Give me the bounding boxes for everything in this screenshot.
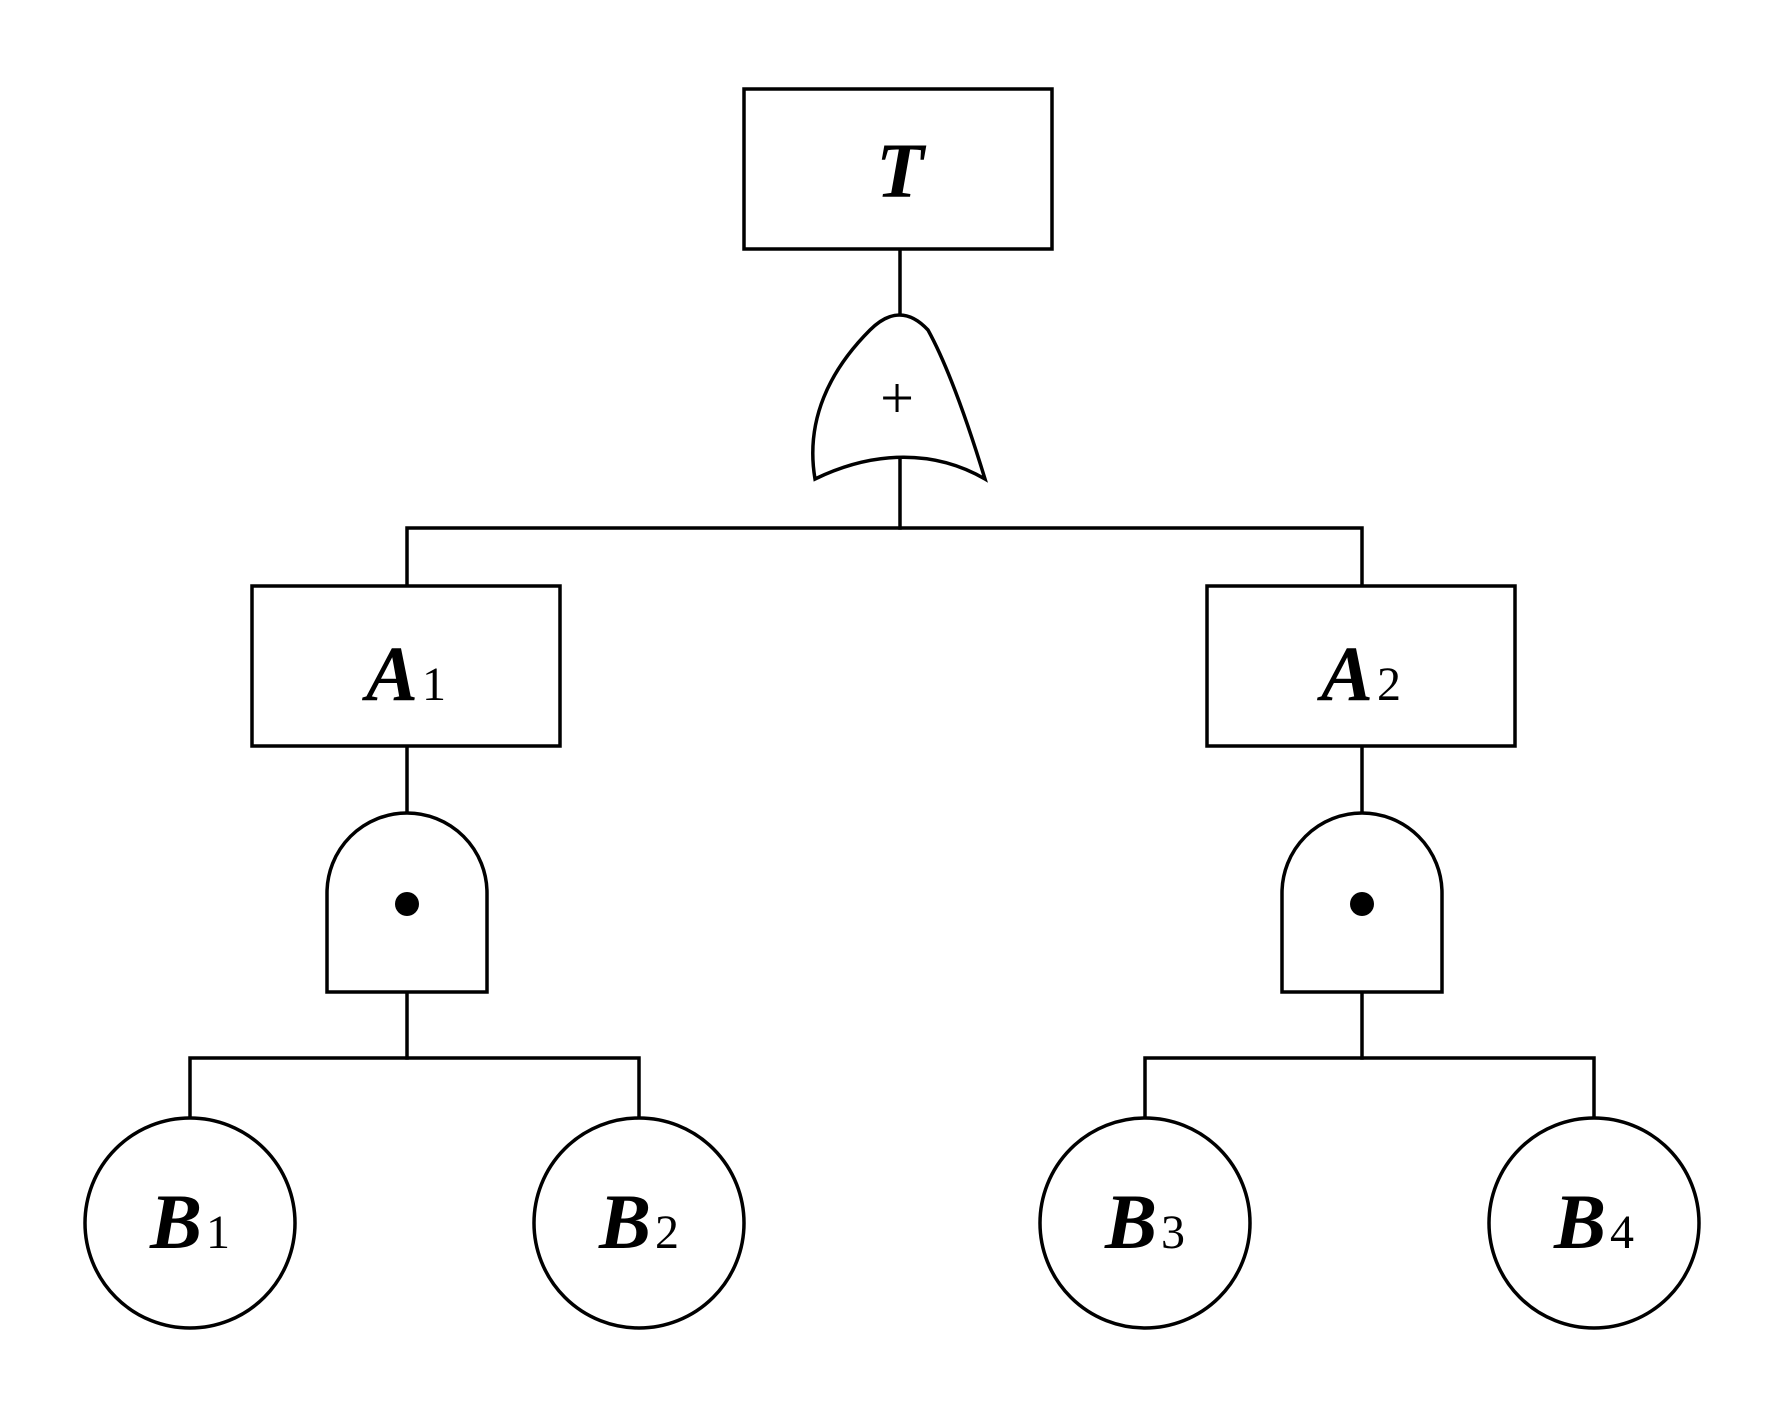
and-gate-dot-1: [395, 892, 419, 916]
and-gate-2: [1280, 811, 1444, 994]
top-event-box: T: [742, 87, 1054, 251]
or-gate-symbol: +: [880, 365, 914, 431]
basic-event-letter-b4: B: [1553, 1178, 1606, 1265]
intermediate-event-letter-a1: A: [361, 630, 418, 717]
top-event-label: T: [876, 127, 927, 214]
connector-lines: [188, 249, 1596, 1120]
intermediate-event-subscript-a1: 1: [422, 658, 446, 711]
basic-event-subscript-b1: 1: [206, 1206, 230, 1259]
basic-event-label-b2: B2: [598, 1178, 679, 1265]
intermediate-event-letter-a2: A: [1316, 630, 1373, 717]
basic-event-letter-b1: B: [149, 1178, 202, 1265]
and-gate-1: [325, 811, 489, 994]
basic-event-letter-b2: B: [598, 1178, 651, 1265]
and-gate-dot-2: [1350, 892, 1374, 916]
basic-event-b3: B3: [1038, 1116, 1252, 1330]
basic-event-label-b4: B4: [1553, 1178, 1634, 1265]
basic-event-subscript-b2: 2: [655, 1206, 679, 1259]
basic-event-b4: B4: [1487, 1116, 1701, 1330]
basic-event-label-b3: B3: [1104, 1178, 1185, 1265]
intermediate-event-label-a2: A2: [1316, 630, 1401, 717]
basic-event-letter-b3: B: [1104, 1178, 1157, 1265]
intermediate-event-box-a1: A1: [250, 584, 562, 748]
basic-event-label-b1: B1: [149, 1178, 230, 1265]
basic-event-subscript-b4: 4: [1610, 1206, 1634, 1259]
basic-event-subscript-b3: 3: [1161, 1206, 1185, 1259]
basic-event-b2: B2: [532, 1116, 746, 1330]
or-gate: +: [811, 313, 988, 483]
intermediate-event-label-a1: A1: [361, 630, 446, 717]
intermediate-event-box-a2: A2: [1205, 584, 1517, 748]
basic-event-b1: B1: [83, 1116, 297, 1330]
intermediate-event-subscript-a2: 2: [1377, 658, 1401, 711]
